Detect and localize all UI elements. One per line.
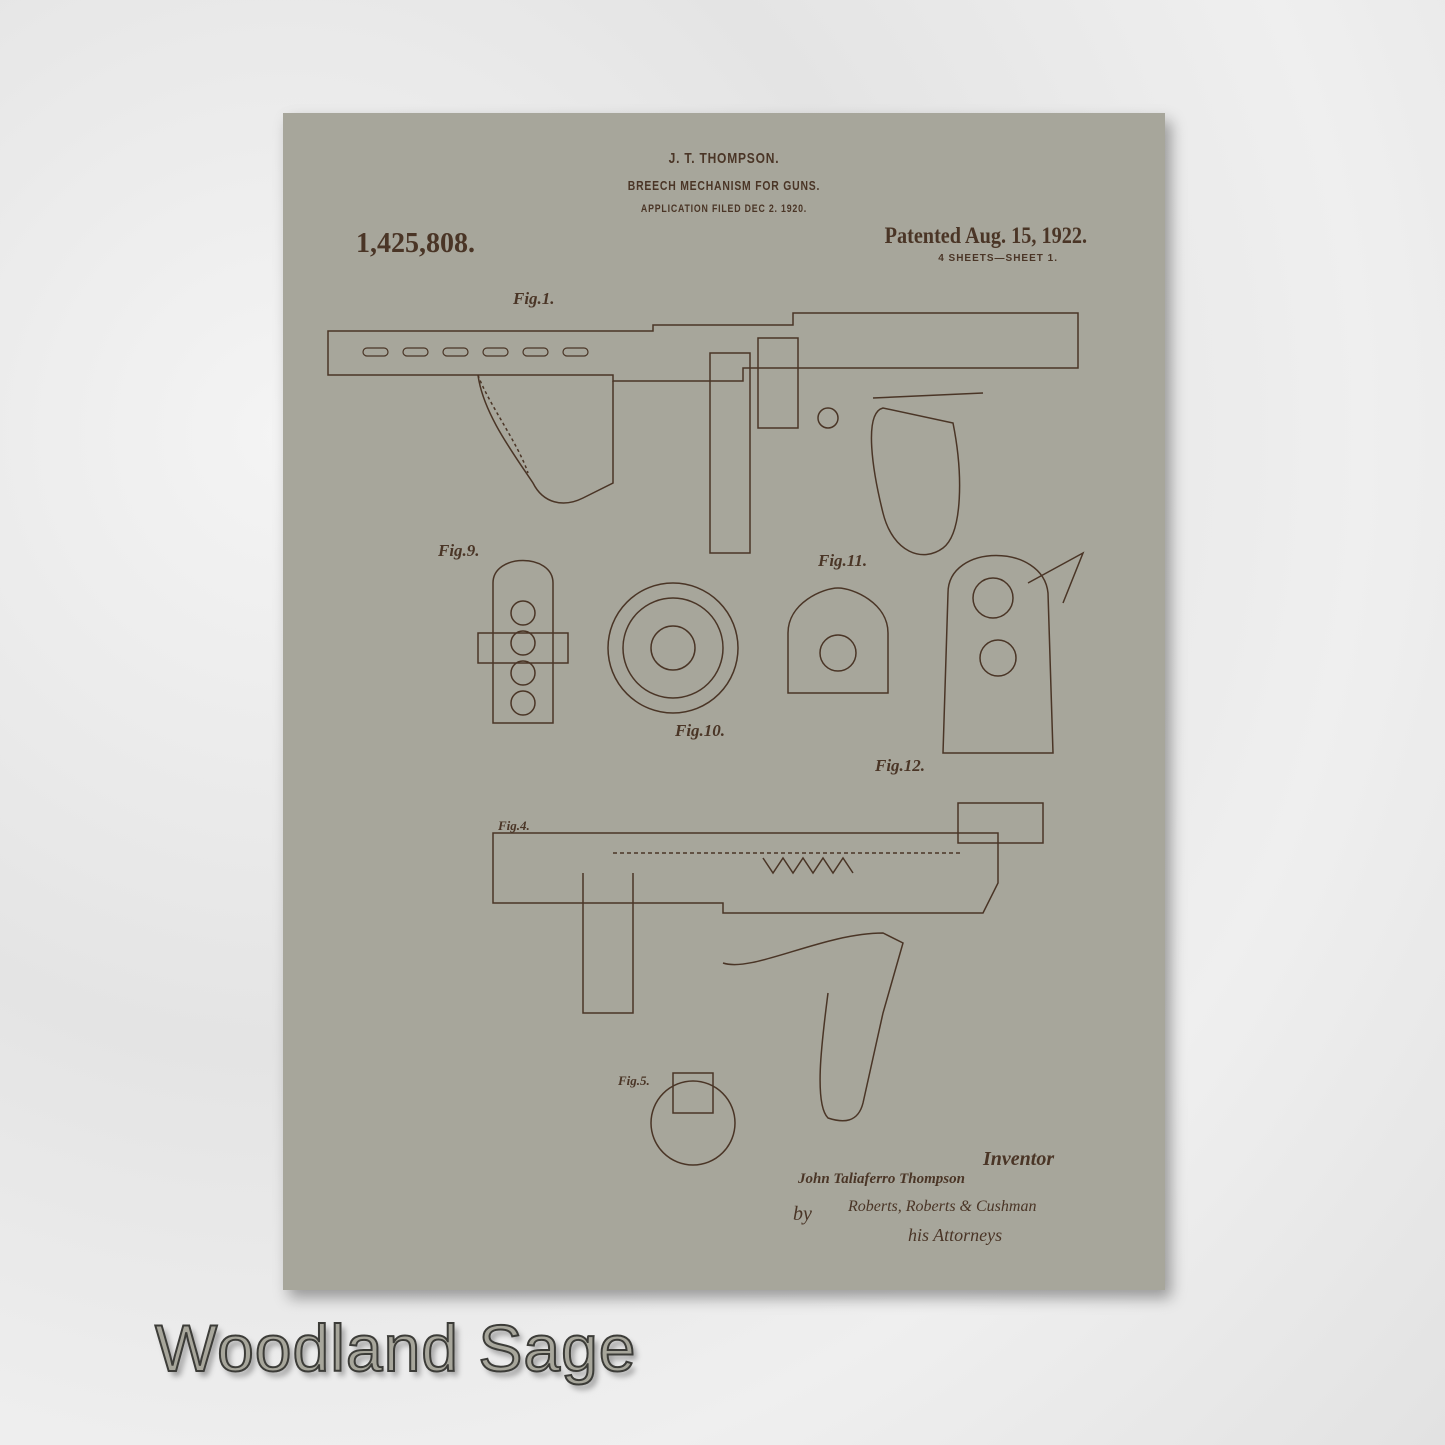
fig4-cutaway [492,832,999,1166]
fig10-drum [607,582,739,714]
attorneys-label: his Attorneys [908,1225,1003,1245]
patent-number: 1,425,808. [356,228,475,259]
fig12-label: Fig.12. [875,756,926,775]
fig5-label: Fig.5. [618,1073,650,1088]
patent-print: J. T. THOMPSON. BREECH MECHANISM FOR GUN… [283,113,1165,1290]
fig4-label: Fig.4. [498,818,530,833]
fig9-label: Fig.9. [438,541,480,560]
fig10-label: Fig.10. [675,721,726,740]
patented-date: Patented Aug. 15, 1922. [884,223,1087,248]
patent-drawing [327,312,1085,1166]
fig11-label: Fig.11. [818,551,868,570]
by-label: by [793,1203,812,1225]
inventor-label: Inventor [983,1148,1055,1170]
fig9-magazine-section [477,559,569,724]
inventor-heading: J. T. THOMPSON. [668,150,780,167]
fig1-gun-side-view [327,312,1079,556]
color-name-label: Woodland Sage [154,1310,637,1386]
inventor-signature: John Taliaferro Thompson [798,1171,965,1187]
sheet-count: 4 SHEETS—SHEET 1. [938,253,1058,264]
fig1-label: Fig.1. [513,289,555,308]
fig11-section [787,587,889,694]
filed-date: APPLICATION FILED DEC 2. 1920. [640,203,808,215]
attorneys-signature: Roberts, Roberts & Cushman [848,1198,1037,1215]
patent-title: BREECH MECHANISM FOR GUNS. [627,178,821,193]
fig12-section [942,551,1085,844]
